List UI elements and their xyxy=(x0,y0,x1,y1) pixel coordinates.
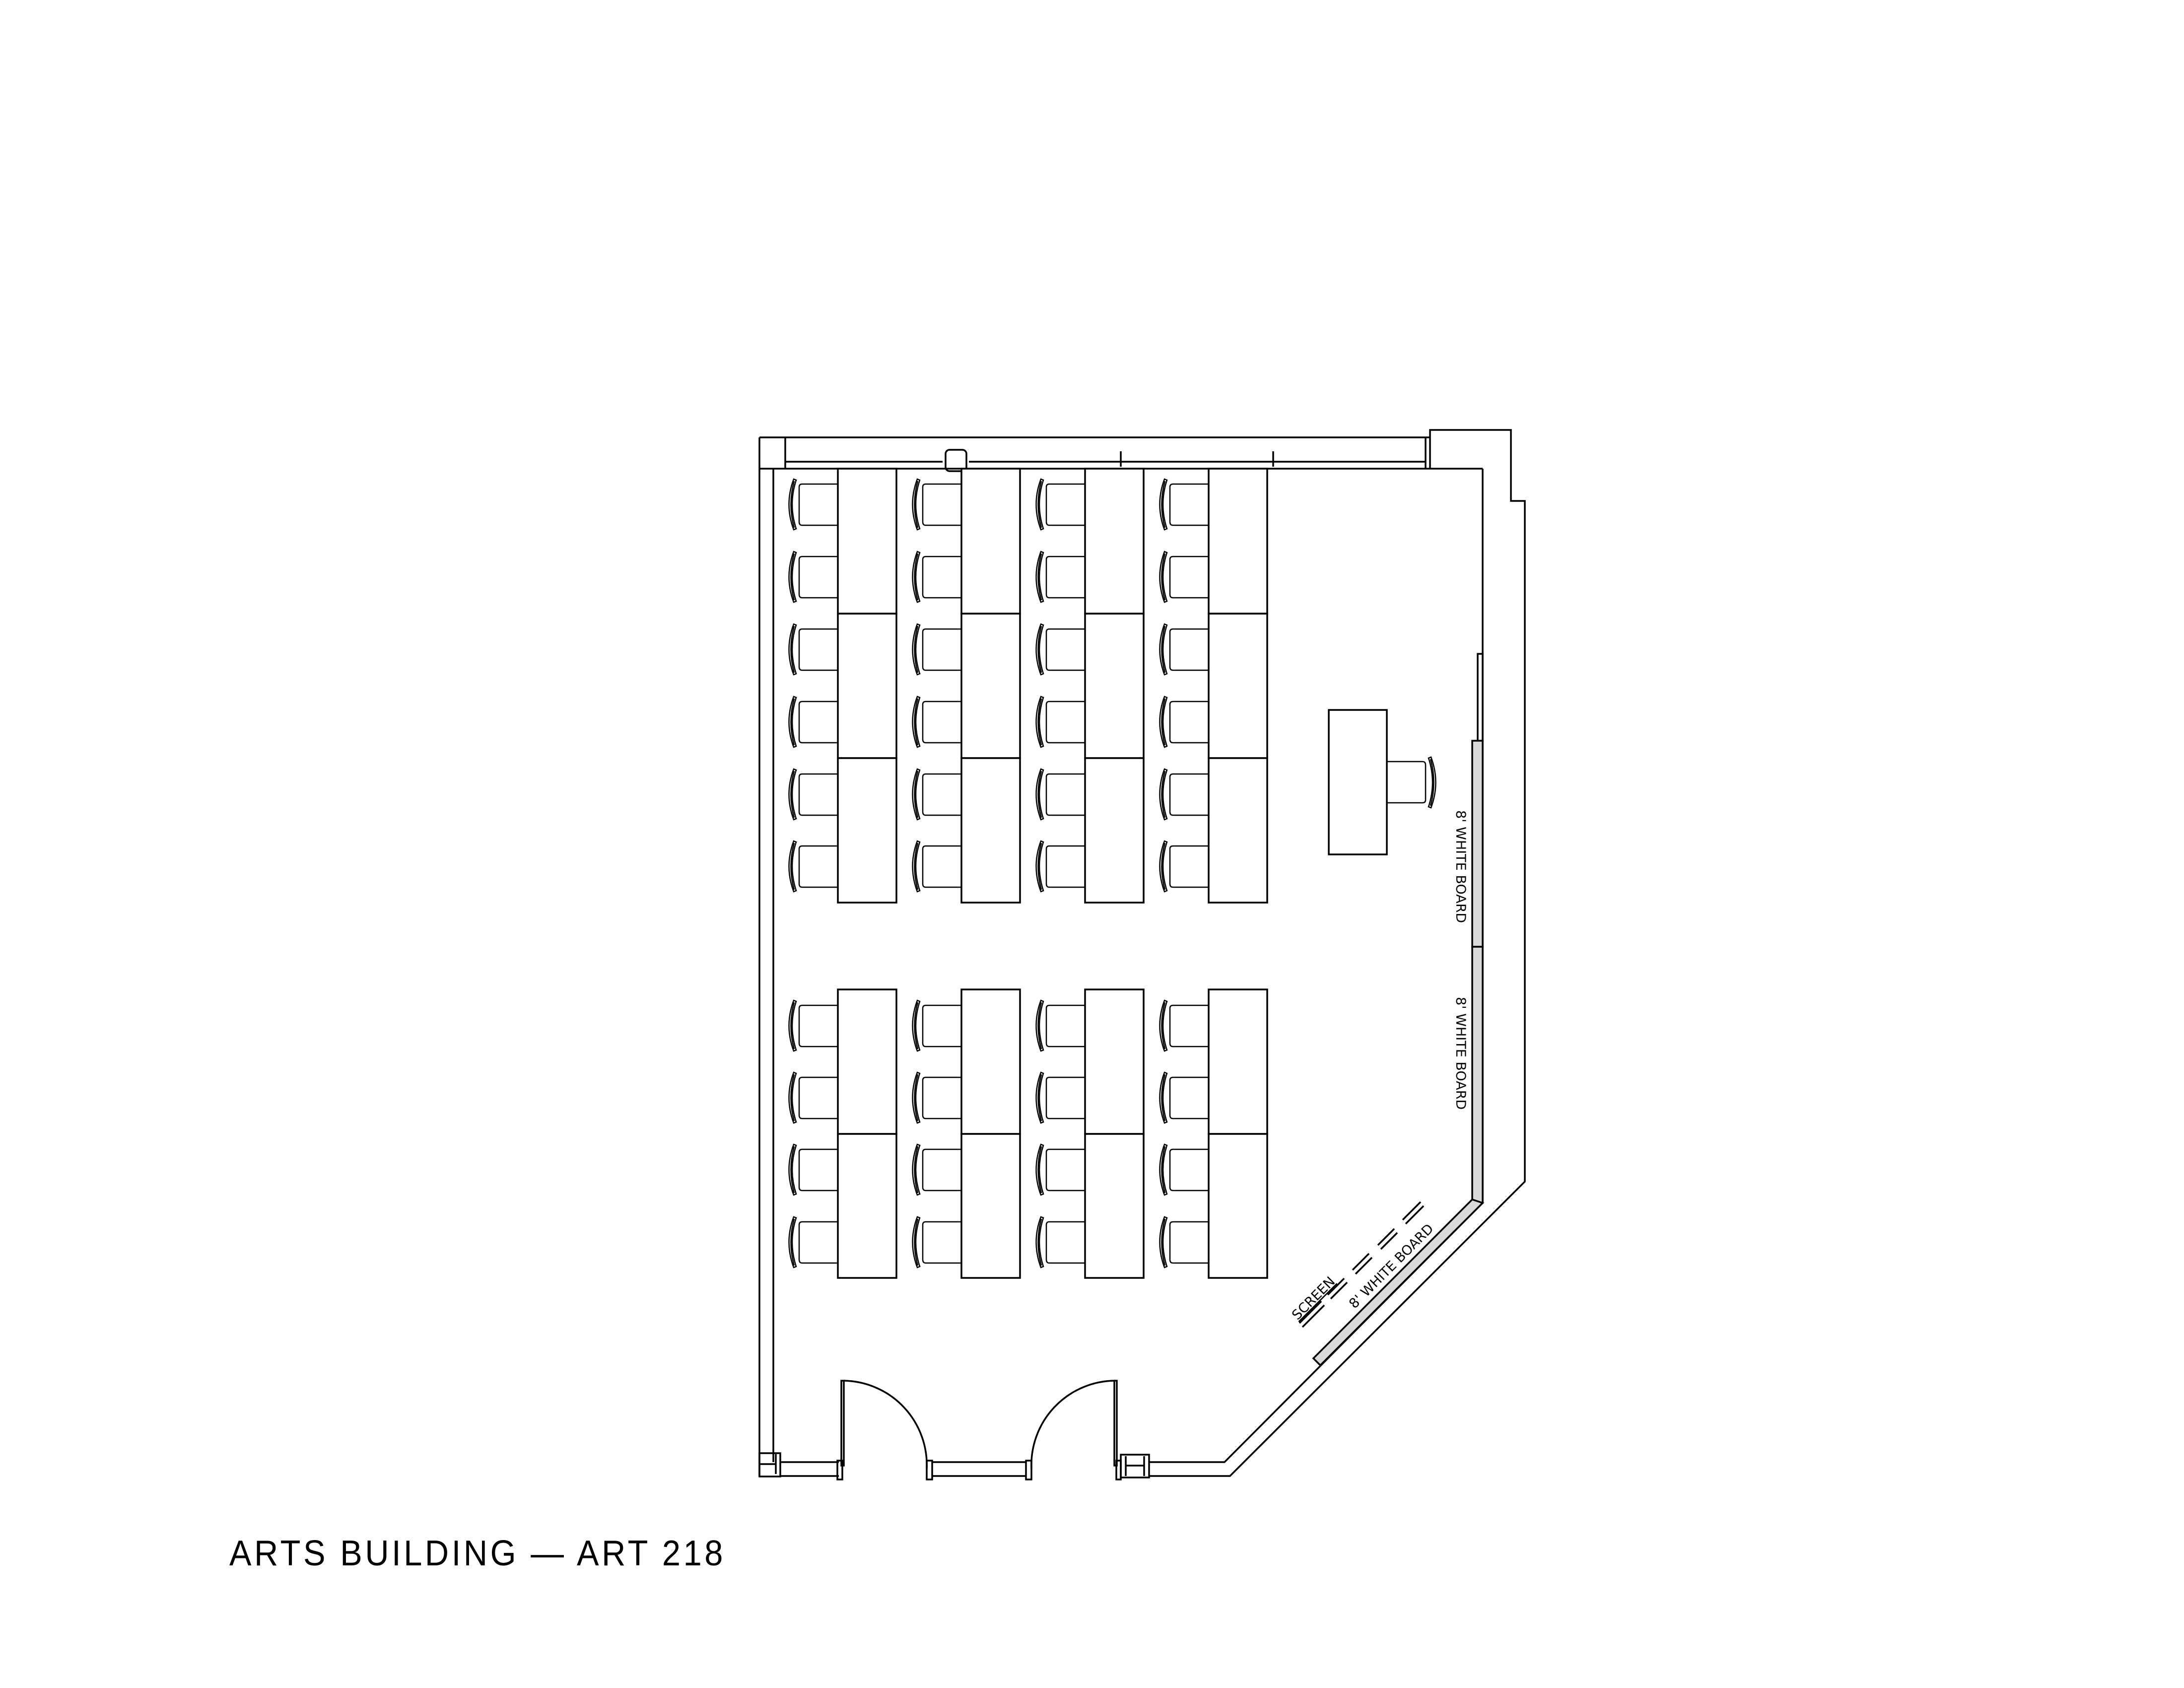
column-post xyxy=(945,449,967,472)
desk-column-3-lower xyxy=(1084,988,1145,1279)
desk-column-2-lower xyxy=(960,988,1021,1279)
drawing-title: ARTS BUILDING — ART 218 xyxy=(229,1534,726,1573)
instructor-station xyxy=(1328,709,1436,855)
whiteboard-label-upper: 8' WHITE BOARD xyxy=(1453,810,1468,923)
corner-detail-left xyxy=(758,1452,781,1477)
desk-column-3 xyxy=(1084,468,1145,904)
instructor-chair xyxy=(1386,756,1436,809)
whiteboard-label-lower: 8' WHITE BOARD xyxy=(1453,997,1468,1110)
door-left[interactable] xyxy=(836,1380,933,1480)
desk-column-1 xyxy=(837,468,897,904)
whiteboard-right-wall xyxy=(1471,653,1484,1204)
desk-column-4 xyxy=(1208,468,1268,904)
door-right[interactable] xyxy=(1025,1380,1122,1480)
desk-column-2 xyxy=(960,468,1021,904)
projection-screen xyxy=(1298,1201,1425,1328)
lower-seating-block xyxy=(788,988,1268,1279)
whiteboard-label-diagonal: 8' WHITE BOARD xyxy=(1346,1221,1437,1312)
whiteboard-diagonal xyxy=(1312,1198,1485,1367)
desk-column-1-lower xyxy=(837,988,897,1279)
corner-detail-right xyxy=(1120,1454,1150,1478)
structural-column xyxy=(1149,429,1526,1477)
instructor-desk xyxy=(1328,709,1388,855)
upper-seating-block xyxy=(788,468,1268,904)
desk-column-4-lower xyxy=(1208,988,1268,1279)
